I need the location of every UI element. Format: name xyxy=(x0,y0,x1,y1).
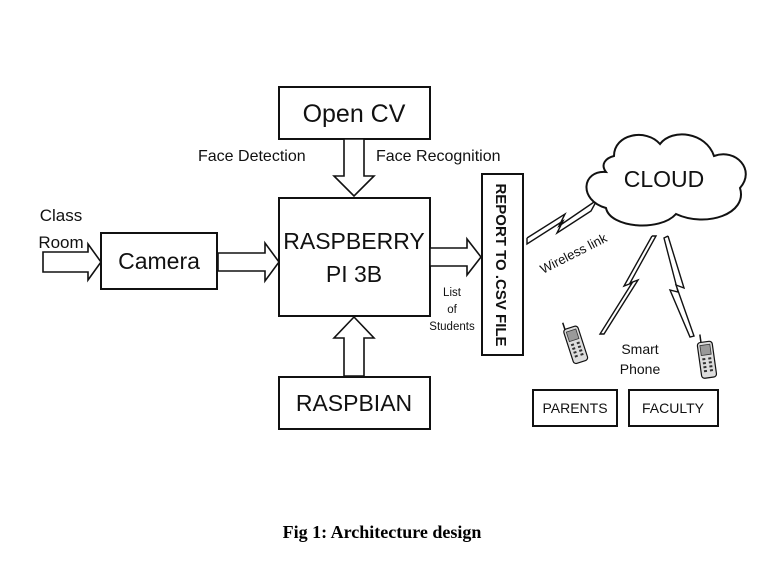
cloud-shape xyxy=(585,133,747,227)
students-label: Students xyxy=(429,321,475,333)
opencv-to-raspberry-arrow xyxy=(332,138,376,198)
raspberry-to-report-arrow xyxy=(429,236,483,278)
face-detection-label: Face Detection xyxy=(198,148,306,165)
cloud-to-parents-bolt xyxy=(598,235,658,335)
opencv-box xyxy=(278,86,431,140)
list-label: List xyxy=(443,287,462,299)
camera-box xyxy=(100,232,218,290)
phone-icon xyxy=(562,322,589,365)
room-label: Room xyxy=(38,233,83,252)
report-label: REPORT TO .CSV FILE xyxy=(492,183,509,346)
wireless-link-label: Wireless link xyxy=(538,230,610,277)
cloud-label: CLOUD xyxy=(624,166,705,192)
raspbian-label: RASPBIAN xyxy=(296,390,412,416)
camera-label: Camera xyxy=(118,248,200,274)
cloud-to-faculty-bolt xyxy=(663,235,695,338)
raspberry-box xyxy=(278,197,431,317)
raspbian-box xyxy=(278,376,431,430)
figure-caption: Fig 1: Architecture design xyxy=(282,522,482,542)
smart-label: Smart xyxy=(621,341,658,357)
faculty-box xyxy=(628,389,719,427)
faculty-label: FACULTY xyxy=(642,400,705,416)
classroom-to-camera-arrow xyxy=(42,241,102,283)
parents-label: PARENTS xyxy=(542,400,607,416)
wireless-link-bolt xyxy=(526,199,598,246)
camera-to-raspberry-arrow xyxy=(217,240,280,284)
raspbian-to-raspberry-arrow xyxy=(332,315,376,377)
parents-box xyxy=(532,389,618,427)
opencv-label: Open CV xyxy=(303,100,406,128)
phone-label: Phone xyxy=(620,361,661,377)
face-recognition-label: Face Recognition xyxy=(376,148,501,165)
report-box xyxy=(481,173,524,356)
raspberry-label-line1: RASPBERRY xyxy=(283,228,424,254)
phone-icon xyxy=(696,334,718,379)
class-label: Class xyxy=(40,206,83,225)
raspberry-label-line2: PI 3B xyxy=(326,261,382,287)
of-label: of xyxy=(447,304,457,316)
